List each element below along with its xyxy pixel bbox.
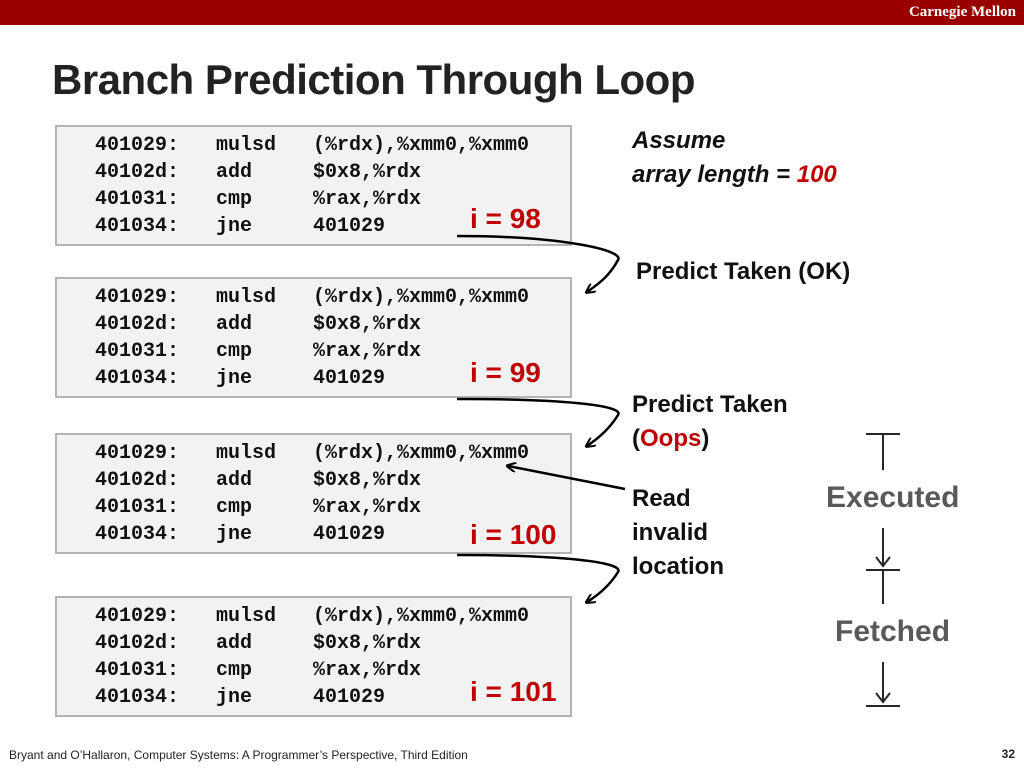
predict-ok-note: Predict Taken (OK): [636, 258, 851, 285]
code-operands: (%rdx),%xmm0,%xmm0: [313, 286, 530, 309]
code-address: 401031:: [95, 340, 180, 363]
code-opcode: jne: [216, 686, 253, 709]
code-address: 40102d:: [95, 313, 180, 336]
code-opcode: add: [216, 632, 253, 655]
header-bar: Carnegie Mellon: [0, 0, 1024, 25]
code-address: 40102d:: [95, 161, 180, 184]
code-opcode: mulsd: [216, 134, 277, 157]
code-opcode: add: [216, 313, 253, 336]
oops-line: (Oops): [632, 422, 788, 456]
iteration-label: i = 98: [470, 203, 541, 234]
iteration-label: i = 100: [470, 519, 557, 550]
predict-taken-line: Predict Taken: [632, 391, 788, 418]
assume-note: Assume array length = 100: [632, 124, 837, 192]
code-operands: 401029: [313, 215, 386, 238]
code-operands: 401029: [313, 523, 386, 546]
slide-title: Branch Prediction Through Loop: [52, 56, 695, 103]
code-operands: 401029: [313, 686, 386, 709]
code-opcode: add: [216, 161, 253, 184]
code-address: 401034:: [95, 523, 180, 546]
code-operands: $0x8,%rdx: [313, 632, 422, 655]
code-opcode: cmp: [216, 188, 253, 211]
code-operands: $0x8,%rdx: [313, 313, 422, 336]
transition-arrow-3: [456, 553, 620, 602]
footer-citation: Bryant and O’Hallaron, Computer Systems:…: [9, 748, 468, 762]
brand-label: Carnegie Mellon: [908, 4, 1016, 20]
code-block-1: 401029: mulsd (%rdx),%xmm0,%xmm0 40102d: ad…: [55, 125, 572, 246]
code-opcode: mulsd: [216, 442, 277, 465]
code-address: 401034:: [95, 215, 180, 238]
code-operands: (%rdx),%xmm0,%xmm0: [313, 605, 530, 628]
code-operands: %rax,%rdx: [313, 340, 422, 363]
array-length-label: array length =: [632, 161, 797, 188]
iteration-label: i = 99: [470, 357, 541, 388]
code-opcode: cmp: [216, 496, 253, 519]
code-block-2: 401029: mulsd (%rdx),%xmm0,%xmm0 40102d: ad…: [55, 277, 572, 398]
iteration-label: i = 101: [470, 676, 557, 707]
legend-fetched-label: Fetched: [835, 615, 951, 648]
code-opcode: add: [216, 469, 253, 492]
code-address: 401034:: [95, 367, 180, 390]
oops-paren-close: ): [701, 425, 710, 452]
code-address: 401034:: [95, 686, 180, 709]
code-operands: $0x8,%rdx: [313, 161, 422, 184]
oops-word: Oops: [640, 425, 702, 452]
code-opcode: mulsd: [216, 605, 277, 628]
code-operands: (%rdx),%xmm0,%xmm0: [313, 134, 530, 157]
location-line: location: [632, 553, 725, 580]
page-number: 32: [1001, 747, 1015, 761]
oops-paren-open: (: [632, 425, 640, 452]
invalid-line: invalid: [632, 519, 709, 546]
code-address: 401031:: [95, 496, 180, 519]
code-operands: $0x8,%rdx: [313, 469, 422, 492]
code-address: 40102d:: [95, 632, 180, 655]
array-length-value: 100: [796, 161, 837, 188]
code-operands: %rax,%rdx: [313, 496, 422, 519]
code-address: 401029:: [95, 134, 180, 157]
assume-line: Assume: [632, 127, 726, 154]
predict-oops-note: Predict Taken (Oops): [632, 388, 788, 456]
code-address: 401029:: [95, 286, 180, 309]
code-opcode: jne: [216, 215, 253, 238]
read-line: Read: [632, 485, 691, 512]
code-opcode: jne: [216, 367, 253, 390]
legend-executed-label: Executed: [826, 481, 960, 514]
code-address: 40102d:: [95, 469, 180, 492]
code-address: 401029:: [95, 605, 180, 628]
code-opcode: cmp: [216, 340, 253, 363]
code-operands: %rax,%rdx: [313, 659, 422, 682]
code-block-4: 401029: mulsd (%rdx),%xmm0,%xmm0 40102d: ad…: [55, 596, 572, 717]
code-address: 401029:: [95, 442, 180, 465]
code-opcode: mulsd: [216, 286, 277, 309]
array-length-line: array length = 100: [632, 158, 837, 192]
code-address: 401031:: [95, 188, 180, 211]
code-block-3: 401029: mulsd (%rdx),%xmm0,%xmm0 40102d: ad…: [55, 433, 572, 554]
read-invalid-note: Read invalid location: [632, 482, 724, 584]
code-operands: 401029: [313, 367, 386, 390]
code-opcode: cmp: [216, 659, 253, 682]
code-opcode: jne: [216, 523, 253, 546]
code-operands: %rax,%rdx: [313, 188, 422, 211]
code-address: 401031:: [95, 659, 180, 682]
code-operands: (%rdx),%xmm0,%xmm0: [313, 442, 530, 465]
